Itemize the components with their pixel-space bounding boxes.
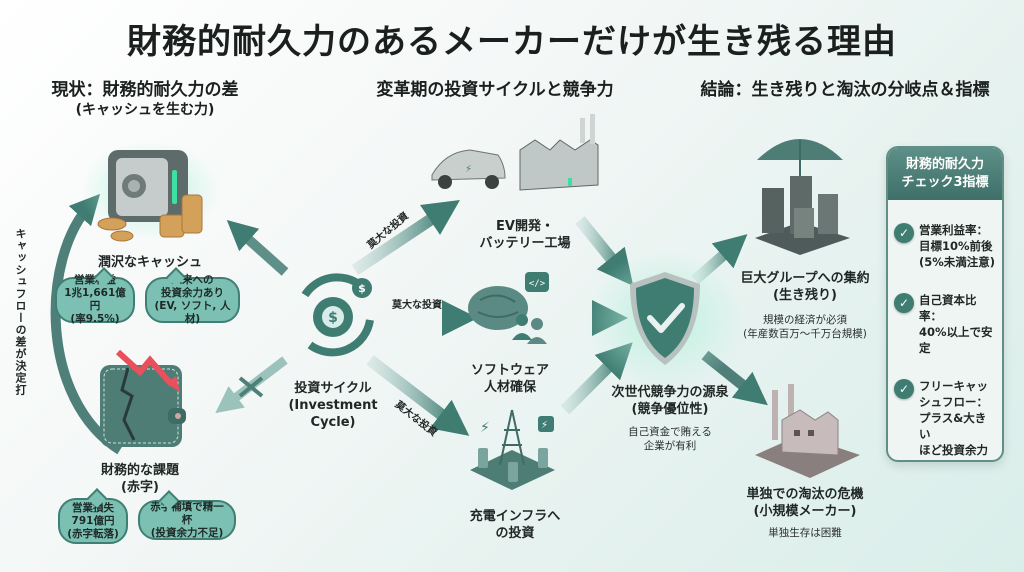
check-item-line: ほど投資余力 <box>919 443 988 457</box>
label-line: 単独での淘汰の危機 <box>746 487 864 502</box>
section-heading-current: 現状：財務的耐久力の差 (キャッシュを生む力) <box>30 80 260 120</box>
check-item-line: 定 <box>919 341 931 355</box>
check-item-line: シュフロー： <box>919 395 988 409</box>
investment-cycle-label: 投資サイクル (Investment Cycle) <box>268 380 398 431</box>
label-line: (赤字) <box>121 480 159 495</box>
section-heading-investment: 変革期の投資サイクルと競争力 <box>376 80 614 100</box>
bubble-line: 未来への <box>171 274 214 286</box>
section-heading-current-sub: (キャッシュを生む力) <box>75 102 215 118</box>
investment-cycle-gear-icon: $ $ <box>301 273 374 357</box>
financial-issue-label: 財務的な課題 (赤字) <box>80 462 200 496</box>
brain-people-icon: </> <box>468 272 549 344</box>
svg-text:$: $ <box>328 310 338 326</box>
check-item-equity-ratio: ✓ 自己資本比率： 40%以上で安 定 <box>888 292 1002 356</box>
cashflow-cycle-label: キャッシュフローの差が決定打 <box>14 228 27 396</box>
label-line: ソフトウェア <box>470 363 549 378</box>
arrow-cycle-to-cash <box>226 220 289 276</box>
label-line: 財務的な課題 <box>100 463 179 478</box>
label-line: (小規模メーカー) <box>753 504 857 519</box>
arrow-to-infra <box>366 355 470 436</box>
bubble-line: 投資余力あり <box>161 287 224 299</box>
safe-with-coins-icon <box>80 140 220 242</box>
check-item-line: 目標10%前後 <box>919 239 993 253</box>
arrow-label-software: 莫大な投資 <box>392 300 442 311</box>
cashflow-arc-arrow <box>50 193 123 455</box>
broken-wallet-icon <box>100 349 186 447</box>
note-line: 自己資金で賄える <box>628 426 712 438</box>
financial-check-panel-title: 財務的耐久力 チェック3指標 <box>888 148 1002 200</box>
label-line: の投資 <box>495 526 535 541</box>
check-icon: ✓ <box>894 293 914 313</box>
label-line: (Investment Cycle) <box>288 398 378 430</box>
label-line: 次世代競争力の源泉 <box>611 385 729 400</box>
svg-text:⚡: ⚡ <box>480 420 490 436</box>
panel-title-line: 財務的耐久力 <box>905 157 984 172</box>
check-item-line: 自己資本比率： <box>919 293 977 323</box>
survive-note: 規模の経済が必須 (年産数百万〜千万台規模) <box>730 313 880 341</box>
charging-infrastructure-icon: ⚡ ⚡ <box>470 409 555 490</box>
check-item-line: 営業利益率： <box>919 223 988 237</box>
panel-title-line: チェック3指標 <box>901 175 989 190</box>
bubble-line: 営業利益 <box>74 274 116 286</box>
survive-label: 巨大グループへの集約 (生き残り) <box>735 270 875 304</box>
bubble-line: 791億円 <box>71 514 115 527</box>
competitive-source-note: 自己資金で賄える 企業が有利 <box>600 425 740 453</box>
check-icon: ✓ <box>894 223 914 243</box>
svg-text:</>: </> <box>529 279 546 289</box>
bubble-line: 1兆1,661億円 <box>64 287 126 312</box>
bubble-line: (赤字転落) <box>67 527 119 540</box>
bubble-line: (投資余力不足) <box>150 526 224 539</box>
bubble-line: (率9.5%) <box>70 313 120 325</box>
ev-battery-label: EV開発・ バッテリー工場 <box>460 218 590 252</box>
check-item-operating-margin: ✓ 営業利益率： 目標10%前後 (5%未満注意) <box>888 222 1002 270</box>
perish-note: 単独生存は困難 <box>768 527 842 539</box>
svg-text:⚡: ⚡ <box>541 420 548 431</box>
check-item-line: (5%未満注意) <box>919 255 996 269</box>
down-trend-arrow-icon <box>115 349 175 387</box>
bubble-line: (EV, ソフト, 人材) <box>154 300 231 325</box>
software-talent-label: ソフトウェア 人材確保 <box>460 362 560 396</box>
bubble-line: 営業損失 <box>72 501 114 514</box>
check-icon: ✓ <box>894 379 914 399</box>
note-line: 企業が有利 <box>643 440 697 452</box>
rich-cash-profit-bubble: 営業利益 1兆1,661億円 (率9.5%) <box>55 274 135 325</box>
note-line: 規模の経済が必須 <box>763 314 847 326</box>
ev-car-factory-icon: ⚡ <box>431 114 599 191</box>
label-line: EV開発・ <box>496 219 554 234</box>
section-heading-conclusion: 結論：生き残りと淘汰の分岐点＆指標 <box>700 80 990 100</box>
svg-text:⚡: ⚡ <box>465 164 472 175</box>
label-line: (競争優位性) <box>631 402 709 417</box>
label-line: (生き残り) <box>773 288 837 303</box>
blocked-x-icon <box>238 376 264 398</box>
check-item-line: 40%以上で安 <box>919 325 993 339</box>
label-line: バッテリー工場 <box>479 236 571 251</box>
operating-loss-bubble: 営業損失 791億円 (赤字転落) <box>58 498 128 544</box>
umbrella-buildings-icon <box>755 139 850 255</box>
perish-label: 単独での淘汰の危機 (小規模メーカー) <box>735 486 875 520</box>
note-line: (年産数百万〜千万台規模) <box>743 328 867 340</box>
check-item-line: プラス&大きい <box>919 411 987 441</box>
section-heading-current-title: 現状：財務的耐久力の差 <box>51 80 239 100</box>
check-item-free-cashflow: ✓ フリーキャッ シュフロー： プラス&大きい ほど投資余力 <box>888 378 1002 458</box>
svg-text:$: $ <box>358 282 366 295</box>
arrow-to-ev <box>351 200 460 275</box>
shield-check-icon <box>585 250 745 390</box>
bubble-line: 赤字補填で精一杯 <box>150 500 224 526</box>
label-line: 人材確保 <box>483 380 536 395</box>
label-line: 巨大グループへの集約 <box>740 271 870 286</box>
label-line: 充電インフラへ <box>469 509 561 524</box>
check-item-line: フリーキャッ <box>919 379 988 393</box>
ruined-factory-icon <box>755 384 860 478</box>
charging-infra-label: 充電インフラへ の投資 <box>455 508 575 542</box>
deficit-coverage-bubble: 赤字補填で精一杯 (投資余力不足) <box>138 500 236 540</box>
label-line: 投資サイクル <box>294 381 372 396</box>
rich-cash-investment-bubble: 未来への 投資余力あり (EV, ソフト, 人材) <box>145 274 240 325</box>
competitive-source-label: 次世代競争力の源泉 (競争優位性) <box>600 384 740 418</box>
financial-check-panel: 財務的耐久力 チェック3指標 ✓ 営業利益率： 目標10%前後 (5%未満注意)… <box>886 146 1004 462</box>
page-title: 財務的耐久力のあるメーカーだけが生き残る理由 <box>127 22 897 62</box>
arrow-ev-to-shield <box>575 216 634 287</box>
